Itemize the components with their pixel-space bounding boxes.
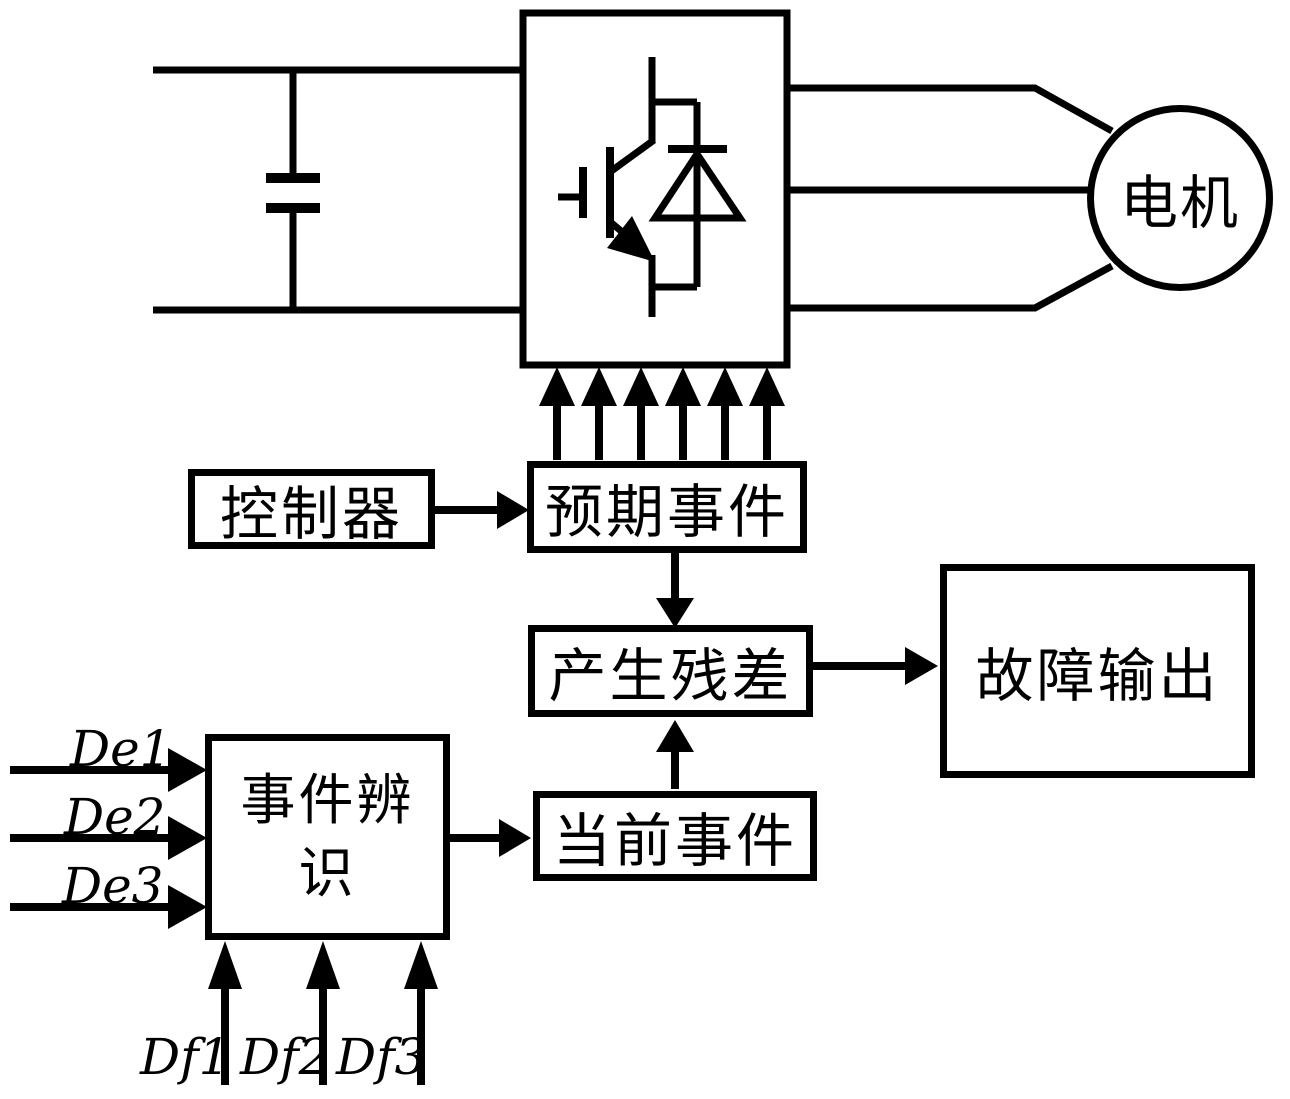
fault-output-box: 故障输出 xyxy=(940,564,1255,778)
generate-residual-label: 产生残差 xyxy=(548,642,793,710)
signal-label-de2: De2 xyxy=(64,788,166,846)
event-identification-label-line2: 识 xyxy=(298,841,357,905)
df-input-arrows xyxy=(208,941,438,1085)
current-event-label: 当前事件 xyxy=(552,807,797,875)
capacitor-symbol xyxy=(266,70,320,310)
signal-label-df1: Df1 xyxy=(140,1028,231,1086)
signal-label-de1: De1 xyxy=(70,720,172,778)
current-to-residual-arrow xyxy=(656,720,694,789)
signal-label-df3: Df3 xyxy=(336,1028,427,1086)
signal-label-df2: Df2 xyxy=(240,1028,331,1086)
controller-to-expected-arrow xyxy=(435,491,529,529)
controller-box: 控制器 xyxy=(188,469,435,549)
motor-node: 电机 xyxy=(1087,105,1273,291)
motor-phase-wires xyxy=(787,84,1114,312)
fault-output-label: 故障输出 xyxy=(975,642,1220,710)
signal-label-de3: De3 xyxy=(62,857,164,915)
event-identification-label-line1: 事件辨 xyxy=(240,767,415,832)
expected-to-residual-arrow xyxy=(656,553,694,628)
de-input-arrows xyxy=(10,748,207,929)
current-event-box: 当前事件 xyxy=(533,791,817,881)
residual-to-fault-arrow xyxy=(813,647,938,685)
motor-label: 电机 xyxy=(1119,169,1240,237)
gate-signal-arrows xyxy=(539,367,785,460)
event-identification-box: 事件辨 识 xyxy=(205,734,450,940)
generate-residual-box: 产生残差 xyxy=(528,625,813,717)
expected-event-label: 预期事件 xyxy=(544,478,789,546)
expected-event-box: 预期事件 xyxy=(527,461,807,553)
dc-bus-lines xyxy=(153,66,523,314)
diode-symbol xyxy=(648,98,747,291)
eventid-to-current-arrow xyxy=(450,819,531,857)
controller-label: 控制器 xyxy=(219,480,403,548)
igbt-symbol xyxy=(558,57,657,317)
